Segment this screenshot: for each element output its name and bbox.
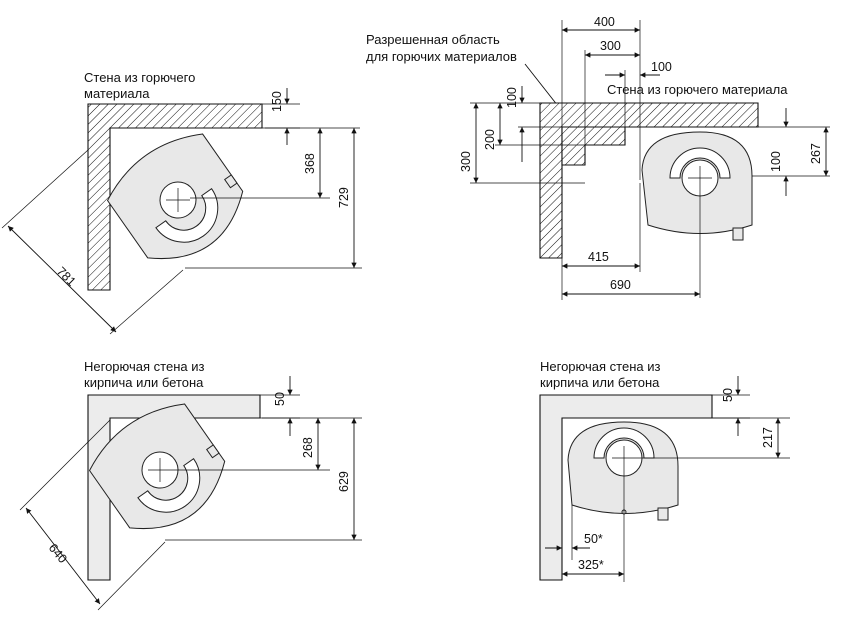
dim-690: 690 [610, 278, 631, 292]
dim-50-star: 50* [584, 532, 603, 546]
wall-label: Стена из горючего материала [607, 82, 788, 97]
dim-640: 640 [46, 541, 70, 566]
area-label-line2: для горючих материалов [366, 49, 517, 64]
wall-label-line2: кирпича или бетона [540, 375, 660, 390]
wall-label-line2: кирпича или бетона [84, 375, 204, 390]
dim-50: 50 [721, 388, 735, 402]
wall-label-line1: Негорючая стена из [84, 359, 204, 374]
dim-781: 781 [54, 264, 79, 289]
dim-368: 368 [303, 153, 317, 174]
stove-front [641, 131, 753, 241]
diagram-1-combustible-wall-corner: Стена из горючего материала 150 368 729 … [1, 70, 362, 335]
dim-100-left: 100 [505, 87, 519, 108]
dim-629: 629 [337, 471, 351, 492]
dim-729: 729 [337, 187, 351, 208]
dim-400: 400 [594, 15, 615, 29]
dim-300-left: 300 [459, 151, 473, 172]
diagram-3-noncombustible-corner: Негорючая стена из кирпича или бетона 50… [19, 359, 362, 611]
dim-150: 150 [270, 91, 284, 112]
dim-100-right: 100 [769, 151, 783, 172]
allowed-area-hatch [561, 126, 626, 166]
dim-268: 268 [301, 437, 315, 458]
dim-217: 217 [761, 427, 775, 448]
area-label-line1: Разрешенная область [366, 32, 500, 47]
dim-300-top: 300 [600, 39, 621, 53]
stove-front-2 [567, 421, 679, 521]
wall-label-line1: Стена из горючего [84, 70, 195, 85]
diagram-4-noncombustible-wall: Негорючая стена из кирпича или бетона 50… [539, 359, 790, 582]
dim-325-star: 325* [578, 558, 604, 572]
dim-200-left: 200 [483, 129, 497, 150]
dim-267: 267 [809, 143, 823, 164]
diagram-2-allowed-area: Разрешенная область для горючих материал… [366, 15, 830, 300]
dim-100-top: 100 [651, 60, 672, 74]
dim-50: 50 [273, 392, 287, 406]
stove-corner-rotated [106, 133, 244, 260]
dim-415: 415 [588, 250, 609, 264]
wall-label-line1: Негорючая стена из [540, 359, 660, 374]
wall-label-line2: материала [84, 86, 150, 101]
